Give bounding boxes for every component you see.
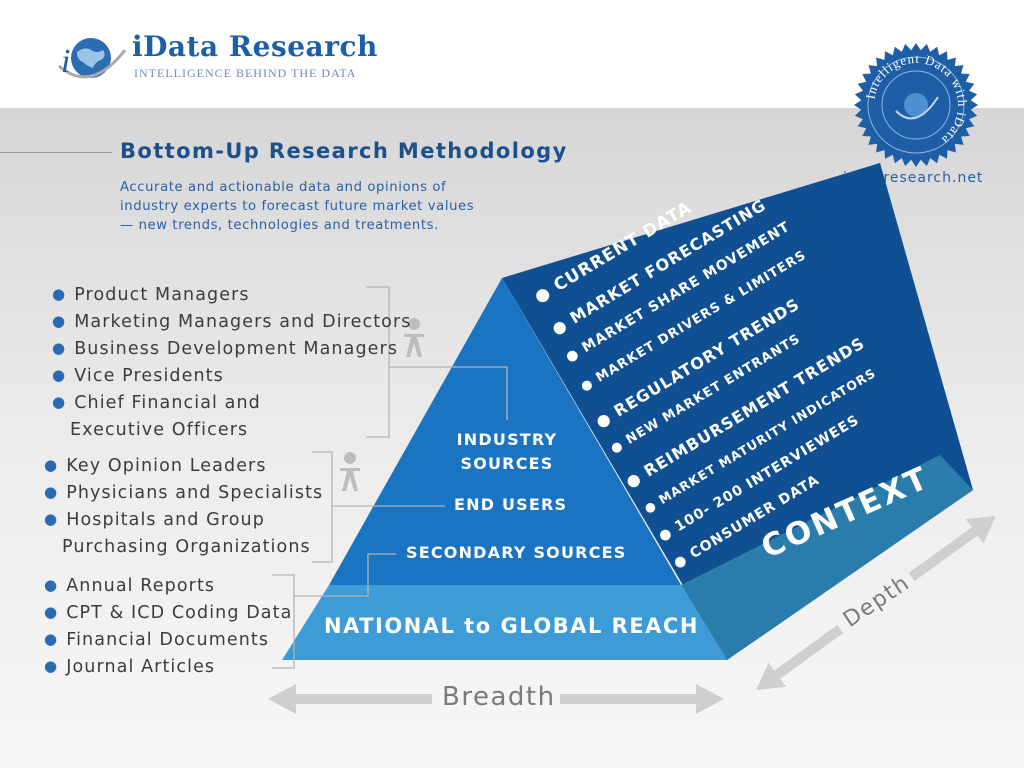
end-users-label: END USERS	[454, 495, 568, 514]
secondary-sources-label: SECONDARY SOURCES	[406, 543, 627, 562]
breadth-label: Breadth	[442, 682, 556, 712]
bullet-icon: ●	[44, 483, 59, 501]
subtitle-line: — new trends, technologies and treatment…	[120, 218, 439, 233]
bullet-icon: ●	[52, 339, 67, 357]
context-band	[681, 455, 973, 660]
bullet-icon: ●	[52, 393, 67, 411]
group-managers: ●Product Managers ●Marketing Managers an…	[52, 282, 411, 444]
seal-badge: Intelligent Data with iData	[854, 43, 978, 167]
list-item: ●Financial Documents	[44, 630, 270, 650]
list-item: ●Product Managers	[52, 285, 250, 305]
list-item: ●Hospitals and Group	[44, 510, 265, 530]
list-item: ●Chief Financial and	[52, 393, 261, 413]
bullet-icon: ●	[52, 366, 67, 384]
svg-text:i: i	[61, 43, 70, 80]
bullet-icon: ●	[52, 285, 67, 303]
person-icon	[340, 452, 360, 491]
list-item: ●Business Development Managers	[52, 339, 399, 359]
logo-tagline: INTELLIGENCE BEHIND THE DATA	[134, 66, 357, 80]
heading-rule	[0, 152, 112, 153]
bullet-icon: ●	[44, 603, 59, 621]
list-item: ●Journal Articles	[44, 657, 216, 677]
group-secondary: ●Annual Reports ●CPT & ICD Coding Data ●…	[44, 573, 292, 681]
list-item: ●CPT & ICD Coding Data	[44, 603, 293, 623]
list-item: ●Physicians and Specialists	[44, 483, 324, 503]
pyramid-front-face	[329, 278, 681, 585]
breadth-arrow	[268, 684, 724, 714]
bullet-icon: ●	[44, 456, 59, 474]
list-item: ●Marketing Managers and Directors	[52, 312, 412, 332]
person-icon	[404, 318, 424, 357]
page-title: Bottom-Up Research Methodology	[120, 139, 568, 163]
base-label: NATIONAL to GLOBAL REACH	[324, 614, 699, 638]
bullet-icon: ●	[44, 630, 59, 648]
list-item: ●Annual Reports	[44, 576, 216, 596]
bullet-icon: ●	[44, 510, 59, 528]
subtitle: Accurate and actionable data and opinion…	[120, 178, 500, 235]
base-band	[282, 585, 727, 660]
subtitle-line: industry experts to forecast future mark…	[120, 199, 475, 214]
list-item-continuation: Executive Officers	[70, 420, 249, 440]
logo-title: iData Research	[132, 30, 378, 63]
bullet-icon: ●	[44, 657, 59, 675]
industry-sources-label: INDUSTRY SOURCES	[456, 430, 558, 473]
subtitle-line: Accurate and actionable data and opinion…	[120, 180, 447, 195]
list-item: ●Vice Presidents	[52, 366, 224, 386]
list-item: ●Key Opinion Leaders	[44, 456, 267, 476]
group-clinicians: ●Key Opinion Leaders ●Physicians and Spe…	[44, 453, 323, 561]
list-item-continuation: Purchasing Organizations	[62, 537, 311, 557]
depth-arrow	[756, 516, 996, 690]
globe-icon: i	[58, 38, 127, 80]
bullet-icon: ●	[52, 312, 67, 330]
bullet-icon: ●	[44, 576, 59, 594]
